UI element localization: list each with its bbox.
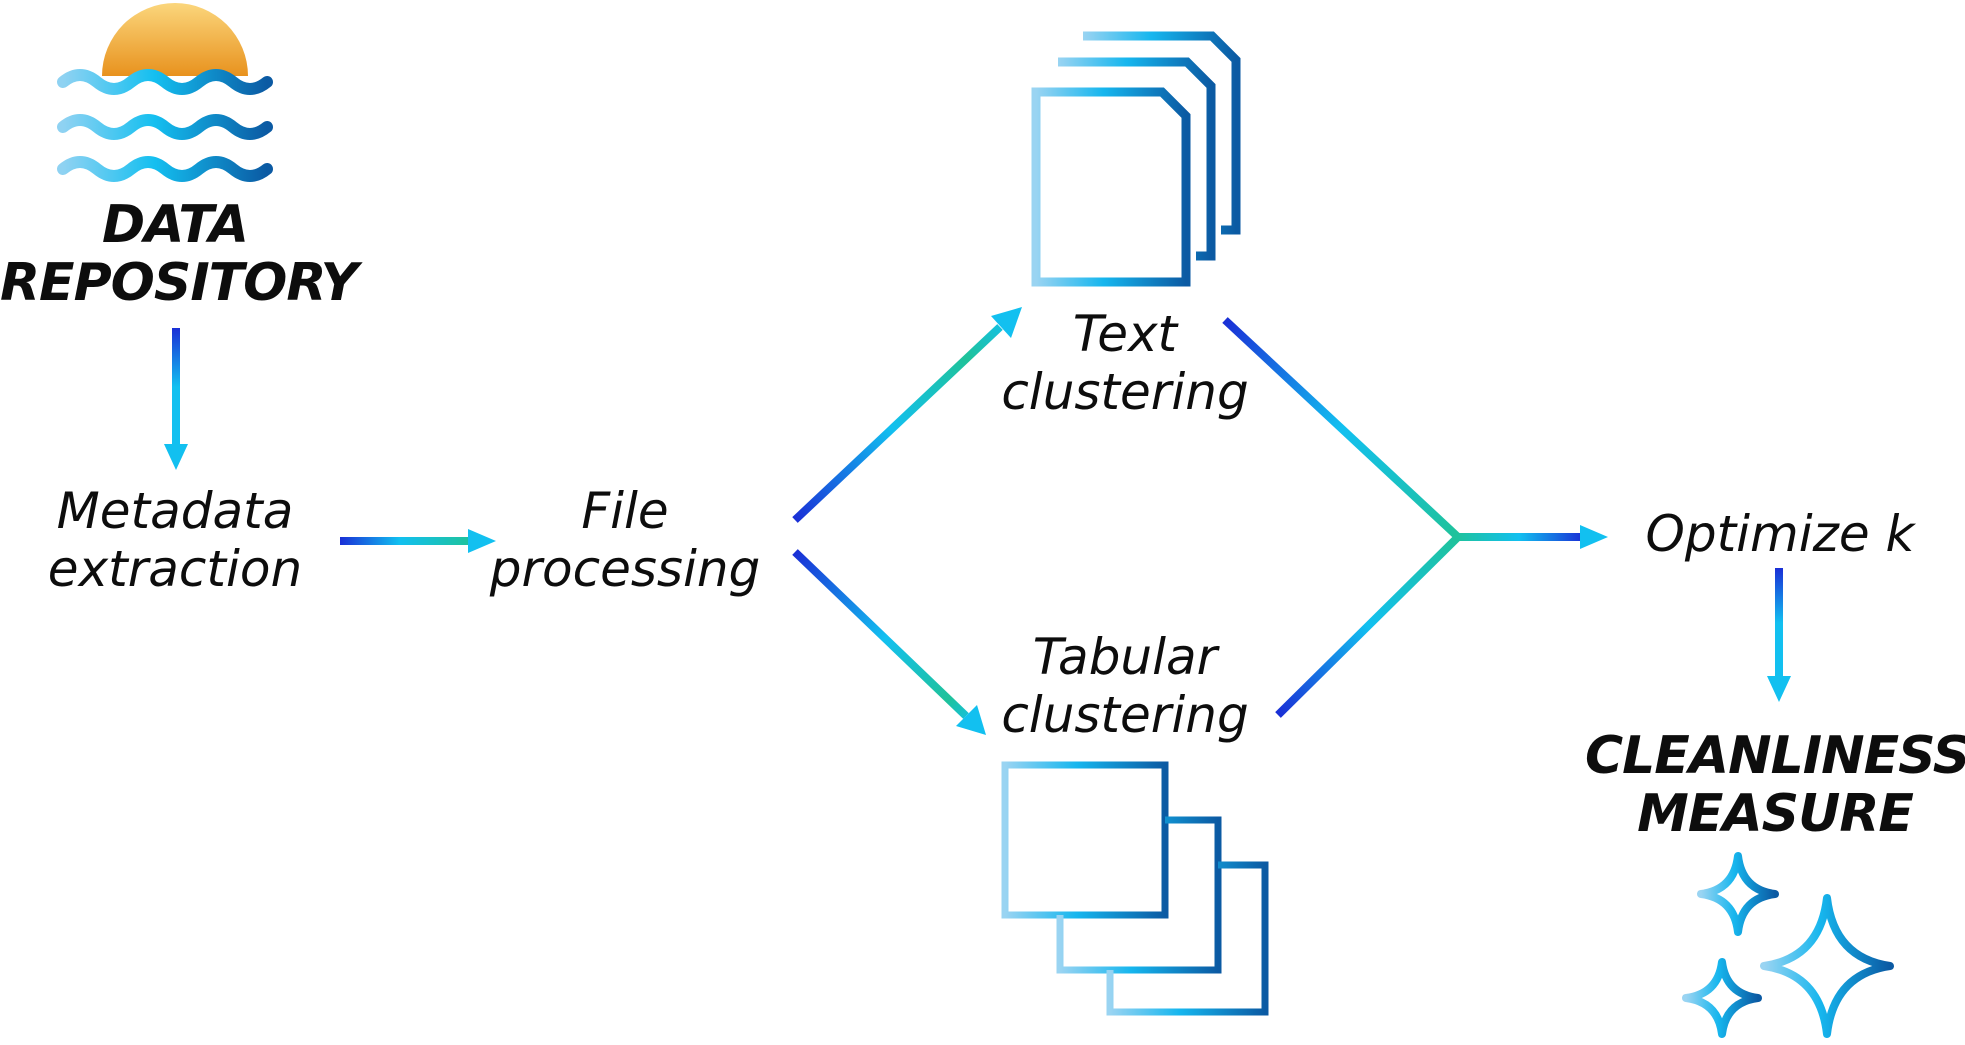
spreadsheets-stack-icon [1001,761,1269,1016]
file-processing-label: File processing [470,482,780,598]
tabular-clustering-line2: clustering [1001,686,1249,744]
metadata-extraction-line2: extraction [47,540,303,598]
arrow-merge-to-optimize [1222,317,1608,718]
file-processing-line2: processing [489,540,761,598]
arrow-metadata-to-file [340,529,496,553]
arrow-repository-to-metadata [164,328,188,470]
text-clustering-line1: Text [1072,305,1178,363]
lake-sunset-icon [57,3,273,182]
arrow-optimize-to-cleanliness [1767,568,1791,702]
optimize-k-label: Optimize k [1610,505,1950,563]
cleanliness-measure-line1: CLEANLINESS [1585,726,1965,786]
tabular-clustering-label: Tabular clustering [975,628,1275,744]
data-repository-line2: REPOSITORY [0,253,358,313]
sparkles-icon [1682,852,1894,1038]
text-clustering-line2: clustering [1001,363,1249,421]
metadata-extraction-label: Metadata extraction [15,482,335,598]
optimize-k-line1: Optimize k [1645,505,1915,563]
arrow-file-to-text-clustering [792,307,1022,523]
text-clustering-label: Text clustering [975,305,1275,421]
data-repository-label: DATA REPOSITORY [0,195,358,313]
documents-stack-icon [1031,31,1241,287]
arrow-file-to-tabular-clustering [792,549,986,735]
metadata-extraction-line1: Metadata [56,482,294,540]
cleanliness-measure-line2: MEASURE [1637,784,1914,844]
data-repository-line1: DATA [101,195,249,255]
file-processing-line1: File [581,482,669,540]
tabular-clustering-line1: Tabular [1032,628,1218,686]
cleanliness-measure-label: CLEANLINESS MEASURE [1585,727,1965,843]
